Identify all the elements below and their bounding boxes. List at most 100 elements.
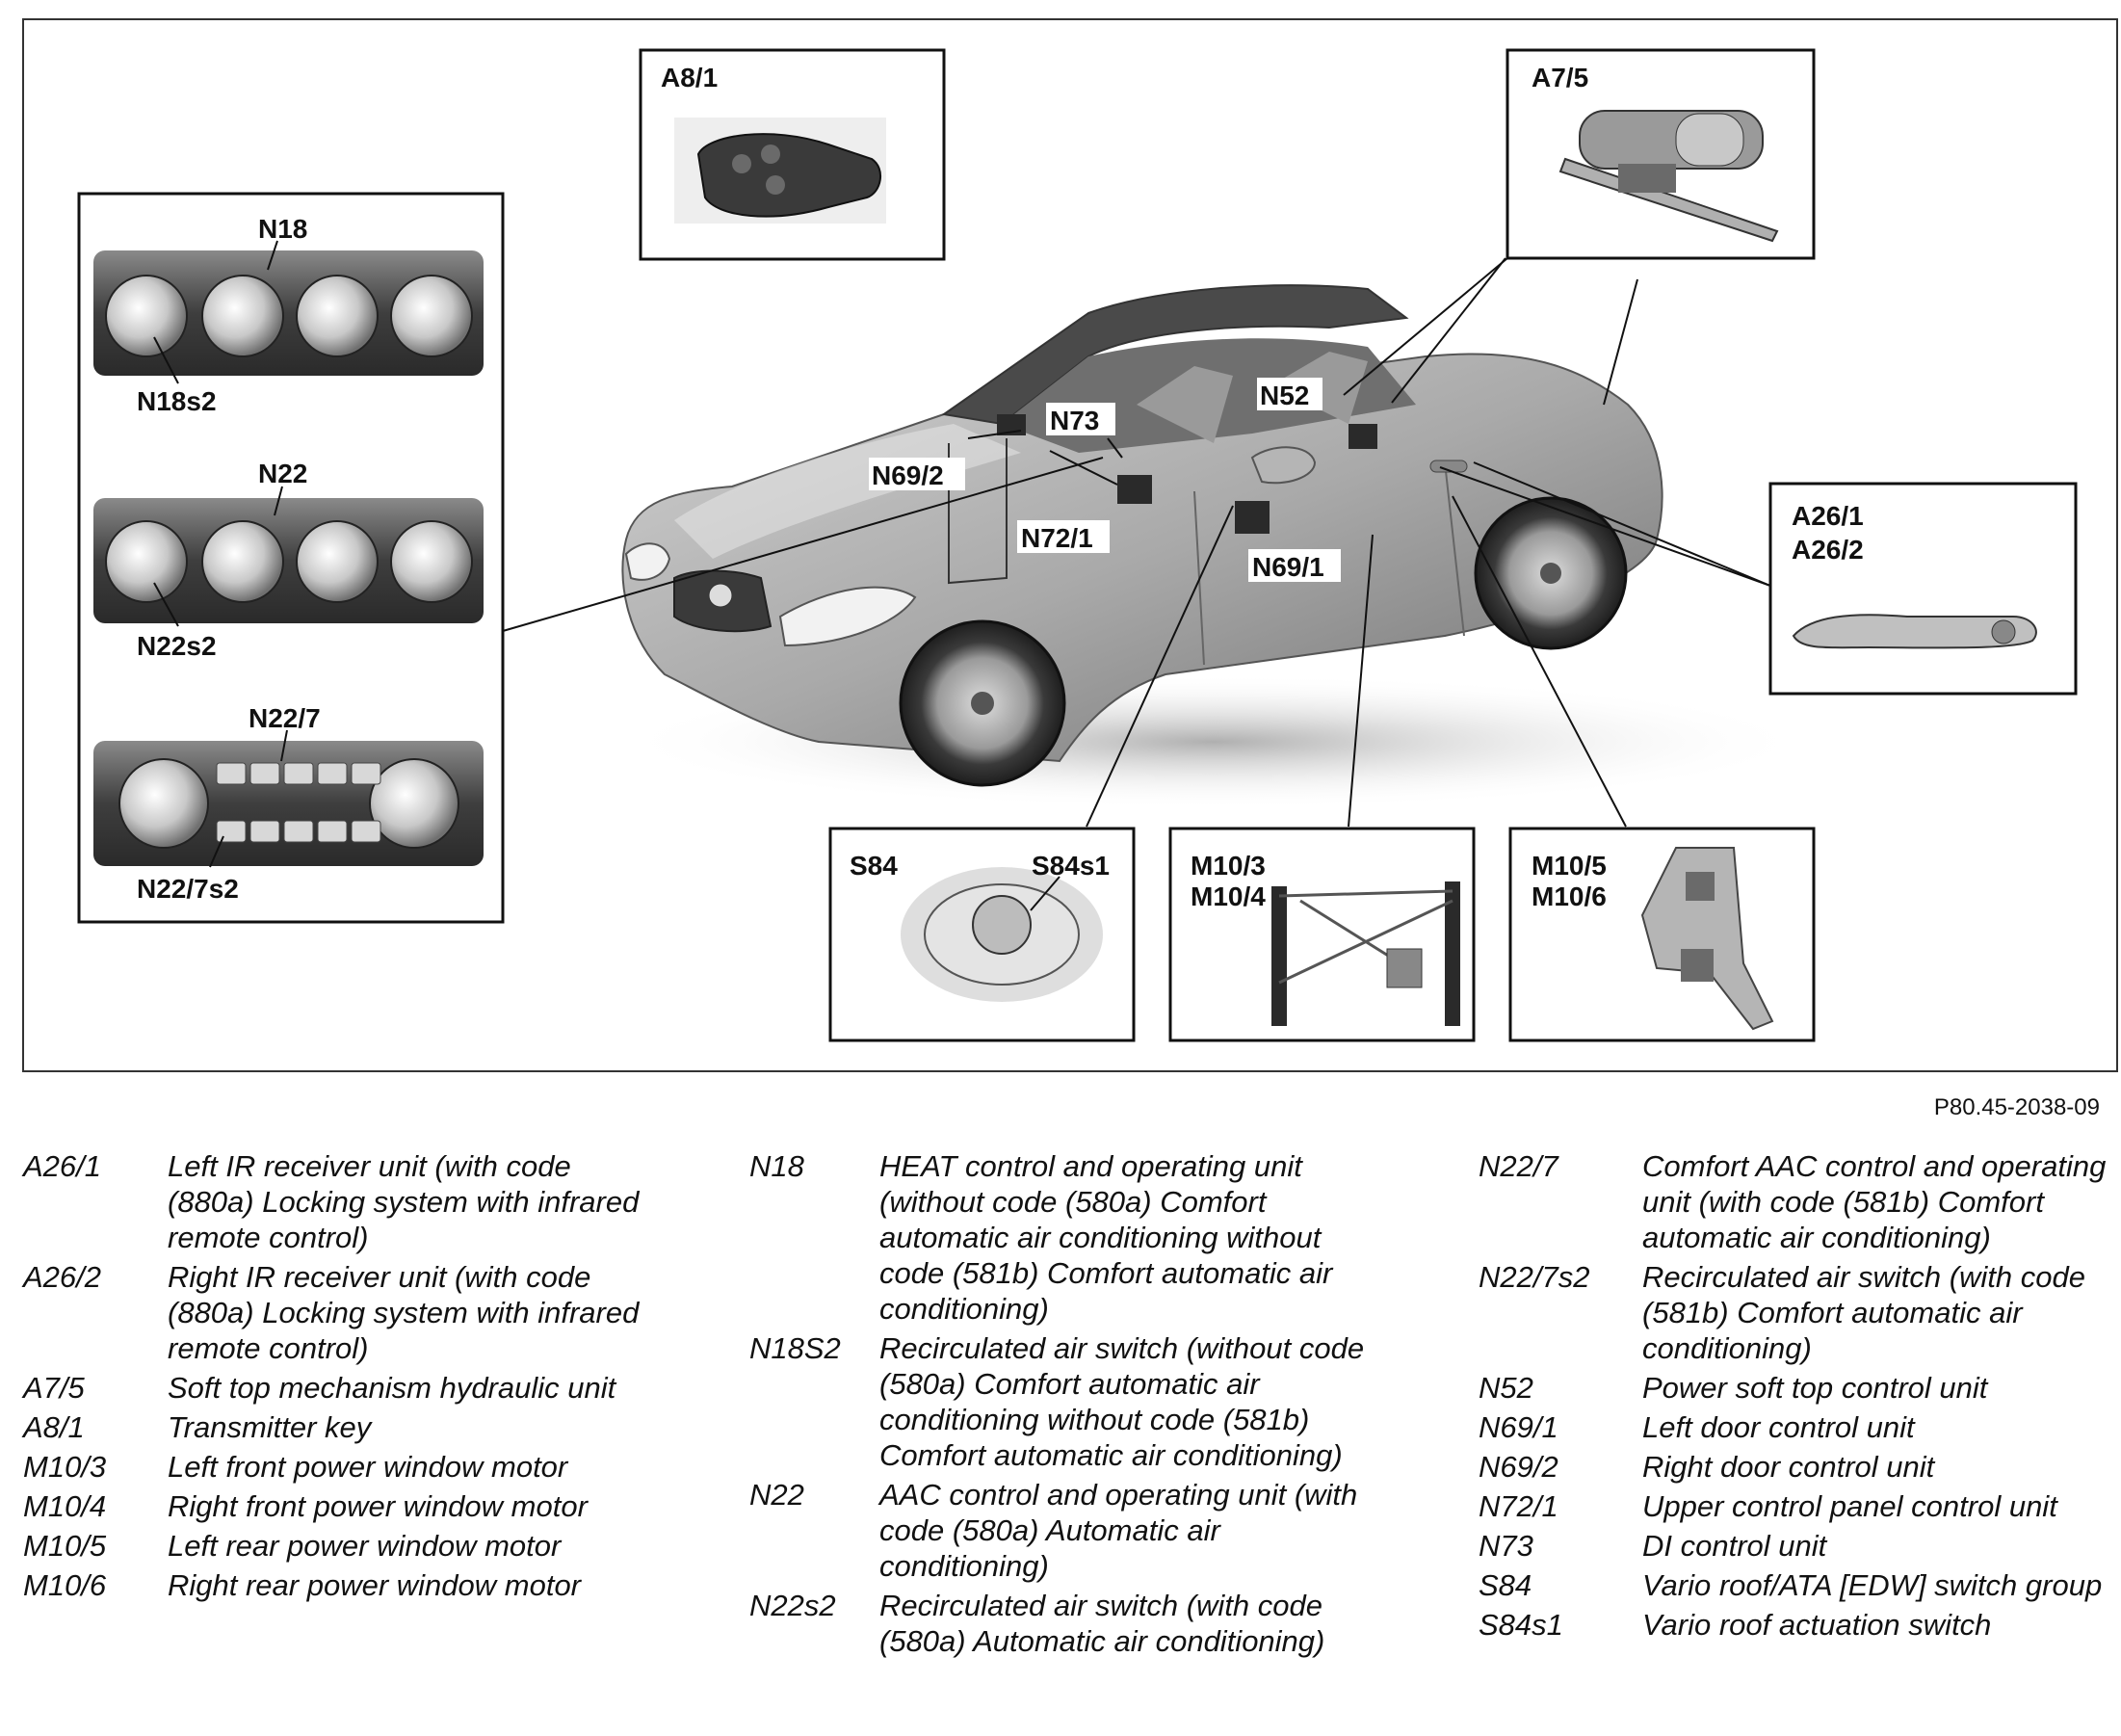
label-n22: N22 <box>258 459 307 488</box>
legend-column-3: N22/7 Comfort AAC control and operating u… <box>1479 1148 2114 1646</box>
inset-m10-3-4: M10/3 M10/4 <box>1168 827 1476 1042</box>
legend-column-2: N18 HEAT control and operating unit (with… <box>749 1148 1385 1663</box>
n18-panel-image <box>93 250 484 376</box>
inset-control-panels: N18 N18s2 N22 N22s2 N22/7 N2 <box>77 192 505 924</box>
label-n22s2: N22s2 <box>137 631 217 661</box>
n72-1-module <box>1117 475 1152 504</box>
legend-entry: S84 Vario roof/ATA [EDW] switch group <box>1479 1567 2114 1603</box>
legend-entry: N22/7s2 Recirculated air switch (with cod… <box>1479 1259 2114 1366</box>
legend-entry: N18 HEAT control and operating unit (with… <box>749 1148 1385 1327</box>
legend-description: Right front power window motor <box>168 1489 588 1523</box>
legend-entry: N22/7 Comfort AAC control and operating u… <box>1479 1148 2114 1255</box>
car-callout-labels: N52 N73 N69/2 N72/1 N69/1 <box>869 378 1341 582</box>
leader-lines <box>502 257 1771 828</box>
legend-description: Right IR receiver unit (with code (880a)… <box>168 1260 640 1365</box>
label-n69-1: N69/1 <box>1252 552 1324 582</box>
car-illustration <box>616 284 1811 809</box>
legend-description: Left front power window motor <box>168 1450 568 1484</box>
legend-description: Right door control unit <box>1642 1450 1935 1484</box>
legend-entry: N73 DI control unit <box>1479 1528 2114 1564</box>
legend-description: Vario roof/ATA [EDW] switch group <box>1642 1568 2103 1602</box>
inset-m10-5-6: M10/5 M10/6 <box>1508 827 1816 1042</box>
legend-description: HEAT control and operating unit (without… <box>879 1149 1333 1326</box>
legend-description: Recirculated air switch (with code (581b… <box>1642 1260 2086 1365</box>
legend-code: N69/1 <box>1479 1410 1558 1444</box>
door-handle-image <box>1792 614 2037 649</box>
legend-code: A7/5 <box>23 1371 85 1405</box>
legend-description: Transmitter key <box>168 1410 372 1444</box>
inset-s84: S84 S84s1 <box>828 827 1136 1042</box>
label-m10-3: M10/3 <box>1191 851 1266 881</box>
label-n18s2: N18s2 <box>137 386 217 416</box>
rear-window-regulator-image <box>1640 847 1774 1031</box>
legend-description: Recirculated air switch (without code (5… <box>879 1331 1365 1472</box>
inset-a26: A26/1 A26/2 <box>1768 482 2078 696</box>
legend-entry: S84s1 Vario roof actuation switch <box>1479 1607 2114 1643</box>
legend-code: N22/7s2 <box>1479 1260 1590 1294</box>
legend-code: N22s2 <box>749 1589 836 1622</box>
label-n73: N73 <box>1050 406 1099 435</box>
side-mirror <box>1250 446 1317 485</box>
label-m10-6: M10/6 <box>1532 881 1607 911</box>
n52-module <box>1349 424 1377 449</box>
n69-1-module <box>1235 501 1270 534</box>
figure-reference: P80.45-2038-09 <box>1933 1094 2100 1120</box>
label-a26-2: A26/2 <box>1792 535 1864 565</box>
legend-description: Recirculated air switch (with code (580a… <box>879 1589 1325 1658</box>
legend-code: A8/1 <box>23 1410 85 1444</box>
legend-entry: M10/5 Left rear power window motor <box>23 1528 640 1564</box>
legend-entry: M10/6 Right rear power window motor <box>23 1567 640 1603</box>
legend-entry: N22 AAC control and operating unit (with … <box>749 1477 1385 1584</box>
legend-code: N52 <box>1479 1371 1533 1405</box>
label-n18: N18 <box>258 214 307 244</box>
label-n72-1: N72/1 <box>1021 523 1093 553</box>
legend-description: Left rear power window motor <box>168 1529 562 1563</box>
legend-entry: N69/2 Right door control unit <box>1479 1449 2114 1485</box>
label-n22-7s2: N22/7s2 <box>137 874 239 904</box>
legend-code: N18S2 <box>749 1331 841 1365</box>
legend-description: Soft top mechanism hydraulic unit <box>168 1371 616 1405</box>
legend-code: M10/4 <box>23 1489 107 1523</box>
legend-entry: A26/2 Right IR receiver unit (with code (… <box>23 1259 640 1366</box>
legend-code: A26/2 <box>23 1260 102 1294</box>
inset-a8-1: A8/1 <box>639 48 946 261</box>
label-n22-7: N22/7 <box>249 703 321 733</box>
legend-code: N72/1 <box>1479 1489 1558 1523</box>
legend-description: Comfort AAC control and operating unit (… <box>1642 1149 2107 1254</box>
legend-entry: N22s2 Recirculated air switch (with code … <box>749 1588 1385 1659</box>
label-m10-4: M10/4 <box>1191 881 1266 911</box>
legend-code: N73 <box>1479 1529 1533 1563</box>
legend-description: Right rear power window motor <box>168 1568 582 1602</box>
legend-description: Left IR receiver unit (with code (880a) … <box>168 1149 640 1254</box>
label-m10-5: M10/5 <box>1532 851 1607 881</box>
legend-entry: N72/1 Upper control panel control unit <box>1479 1488 2114 1524</box>
legend-entry: N18S2 Recirculated air switch (without co… <box>749 1330 1385 1473</box>
label-s84: S84 <box>850 851 898 881</box>
label-a26-1: A26/1 <box>1792 501 1864 531</box>
legend-code: S84 <box>1479 1568 1532 1602</box>
inset-a7-5: A7/5 <box>1506 48 1816 260</box>
legend-description: Upper control panel control unit <box>1642 1489 2057 1523</box>
legend-code: M10/6 <box>23 1568 107 1602</box>
component-location-diagram: A8/1 A7/5 A26/1 A26/2 N18 N18s2 <box>22 18 2118 1072</box>
legend-description: Left door control unit <box>1642 1410 1915 1444</box>
label-a8-1: A8/1 <box>661 63 718 92</box>
label-n52: N52 <box>1260 381 1309 410</box>
legend-code: M10/5 <box>23 1529 107 1563</box>
legend-code: N22/7 <box>1479 1149 1558 1183</box>
legend-entry: A8/1 Transmitter key <box>23 1409 640 1445</box>
legend-code: N22 <box>749 1478 804 1512</box>
legend-description: Vario roof actuation switch <box>1642 1608 1992 1642</box>
legend-code: N69/2 <box>1479 1450 1558 1484</box>
legend-code: S84s1 <box>1479 1608 1563 1642</box>
legend-description: AAC control and operating unit (with cod… <box>879 1478 1358 1583</box>
legend-entry: A7/5 Soft top mechanism hydraulic unit <box>23 1370 640 1406</box>
label-s84s1: S84s1 <box>1032 851 1110 881</box>
legend-description: DI control unit <box>1642 1529 1827 1563</box>
legend-code: N18 <box>749 1149 804 1183</box>
window-regulator-image <box>1278 889 1453 985</box>
label-a7-5: A7/5 <box>1532 63 1588 92</box>
